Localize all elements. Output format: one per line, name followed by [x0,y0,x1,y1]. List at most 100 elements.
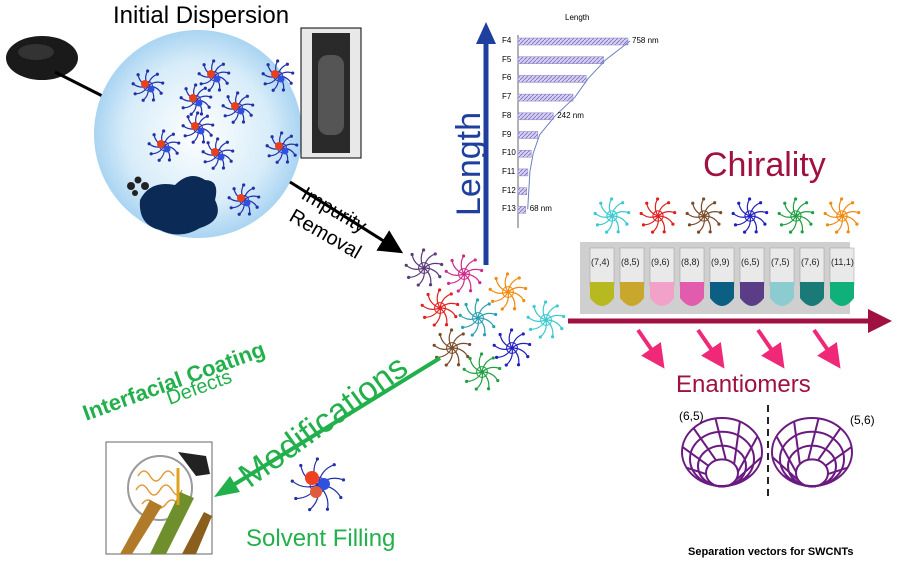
impurity-blob [139,176,218,235]
chirality-tube-icon [639,197,677,234]
dispersed-tube [227,183,261,216]
sorted-nanotube-cluster [404,248,566,391]
vial [739,247,765,306]
vial-solution [800,282,824,306]
dispersed-tube [201,137,235,170]
small-impurity-particles [127,176,149,196]
fraction-label: F8 [502,110,512,120]
chirality-tube-icons [593,197,861,234]
dispersed-tube [261,59,295,92]
fraction-label: F13 [502,204,516,214]
cluster-tube [462,352,502,391]
fraction-label: F6 [502,73,512,83]
vial [679,247,705,306]
vial-solution [740,282,764,306]
cluster-tube [488,272,528,311]
length-axis-label: Length [450,112,488,216]
impurity-removal-arrow [289,180,404,254]
vial-label: (7,5) [771,257,790,267]
length-annotation: 242 nm [557,110,584,120]
vial-solution [620,282,644,306]
length-bar [517,131,539,139]
fraction-label: F4 [502,36,512,45]
chirality-tube-icon [777,197,815,234]
vial-label: (11,1) [831,257,854,267]
dispersed-nanotubes [131,59,299,216]
vial [829,247,855,306]
fraction-label: F7 [502,92,512,102]
enantiomer-left-label: (6,5) [679,409,704,423]
modifications-arrow [228,356,442,489]
length-bar [517,168,529,177]
solvent-filled-nanotube [290,457,346,512]
length-bar [517,75,587,83]
fraction-label: F12 [502,185,516,195]
enantiomer-6-5-structure [681,417,763,488]
chirality-label: Chirality [703,146,826,184]
solvent-tube [290,457,346,512]
chirality-tube-icon [731,197,769,234]
length-bar [517,206,526,214]
vial-solution [710,282,734,306]
chirality-tube-icon [685,197,723,234]
vial [799,247,825,306]
chirality-arrowhead [868,309,892,333]
length-arrowhead [476,22,496,44]
length-bar [517,112,554,121]
cluster-tube [420,288,460,327]
dispersed-tube [179,83,213,116]
vial-solution [650,282,674,306]
chirality-tube-icon [823,197,861,234]
vial-label: (9,9) [711,257,730,267]
vial-solution [830,282,854,306]
coating-inset [105,441,213,555]
vial-label: (7,6) [801,257,820,267]
fraction-label: F10 [502,148,516,158]
vials [589,247,855,306]
solvent-filling-label: Solvent Filling [246,525,396,552]
cluster-tube [526,300,566,339]
vial-label: (8,8) [681,257,700,267]
length-annotation: 68 nm [529,204,552,214]
length-bar [517,37,629,46]
initial-dispersion-title: Initial Dispersion [113,2,290,29]
length-bar [517,149,532,158]
dispersed-tube [221,91,255,124]
enantiomers-label: Enantiomers [676,371,811,398]
vial-label: (7,4) [591,257,610,267]
length-bar [517,93,574,102]
enantiomer-arrows [636,328,841,369]
length-bar [517,187,528,195]
cuvette-window [318,55,344,135]
dispersed-tube [181,111,215,144]
chirality-tube-icon [593,197,631,234]
vial [649,247,675,306]
enantiomer-right-label: (5,6) [850,413,875,427]
dispersed-tube [265,131,299,164]
length-bars [517,37,629,214]
vial-solution [590,282,614,306]
vial [589,247,615,306]
vial-solution [680,282,704,306]
enantiomer-5-6-structure [771,417,853,488]
length-bar [517,56,605,64]
fraction-label: F9 [502,129,512,139]
length-chart-title: Length [565,13,590,22]
cluster-tube [492,328,532,367]
fraction-label: F11 [502,166,516,176]
vial [619,247,645,306]
dispersed-tube [147,129,181,162]
vial-label: (6,5) [741,257,760,267]
length-fit-curve [527,40,631,210]
vial-solution [770,282,794,306]
dispersed-tube [197,59,231,92]
vial-label: (9,6) [651,257,670,267]
fraction-label: F5 [502,54,512,64]
length-annotation: 758 nm [632,36,659,45]
vial [769,247,795,306]
vial-label: (8,5) [621,257,640,267]
cluster-tube [444,254,484,293]
soot-highlight [18,44,54,60]
